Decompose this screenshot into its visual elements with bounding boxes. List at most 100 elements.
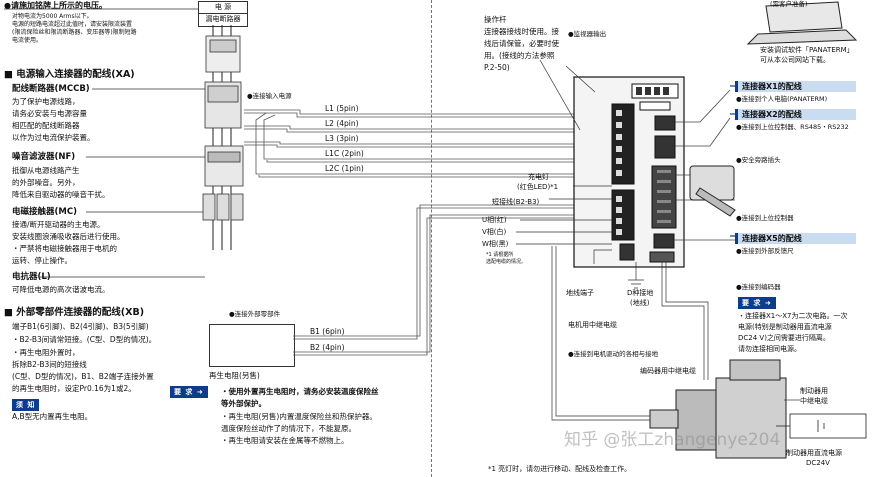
contactor-device [204, 145, 244, 187]
wire-l1c: L1C (2pin) [325, 149, 364, 158]
watermark: 知乎 @张工zhangenye204 [564, 430, 781, 450]
reactor-title: 电抗器(L) [12, 272, 51, 282]
software-text-1: 安装调试软件「PANATERM」 [760, 46, 854, 54]
req-line-5: ・再生电阻请安装在金属等不燃物上。 [221, 436, 349, 445]
memo-text: A,B型无内置再生电阻。 [12, 412, 93, 421]
u-phase-label: U相(红) [482, 216, 507, 224]
mccb-text-3: 相匹配的配线断路器 [12, 121, 80, 130]
operating-lever-text-3: 用。(接线的方法参照 [484, 51, 555, 60]
x2-wiring-text: ●连接到上位控制器、RS485・RS232 [736, 123, 849, 131]
encoder-connect-label: ●连接到编码器 [736, 283, 781, 291]
nf-text-1: 抵御从电源线路产生 [12, 166, 80, 175]
voltage-note-line-4: 电流使用。 [12, 37, 43, 44]
xa-section-title: ■ 电源输入连接器的配线(XA) [4, 69, 135, 80]
wire-l2c: L2C (1pin) [325, 164, 364, 173]
voltage-note-line-2: 电源的短路电流超过此值时，请安装限流装置 [12, 21, 133, 28]
safety-plug-icon [689, 165, 736, 217]
requirement-badge: 要 求 ➜ [170, 386, 208, 398]
x1-wiring-text: ●连接到个人电脑(PANATERM) [736, 95, 828, 103]
xb-text-2: ・B2-B3间请常短接。(C型、D型的情况)。 [12, 335, 157, 344]
x2-wiring-bar: 连接器X2的配线 [735, 109, 856, 120]
external-parts-label: ●连接外部零部件 [229, 310, 281, 318]
uvw-note-2: 选配电缆的情况。 [486, 259, 527, 265]
power-supply-box: 电 源 漏电断路器 [198, 1, 248, 27]
w-phase-label: W相(黑) [482, 240, 509, 248]
software-text-2: 可从本公司网站下载。 [760, 56, 830, 64]
wire-l3: L3 (3pin) [325, 134, 359, 143]
brake-power-label-1: 制动器用直流电源 [786, 449, 842, 457]
arrow-right-icon: ➜ [196, 388, 204, 396]
wire-l2: L2 (4pin) [325, 119, 359, 128]
mccb-text-2: 请务必安装与电源容量 [12, 109, 87, 118]
req-line-1: ・使用外置再生电阻时，请务必安装温度保险丝 [221, 387, 379, 396]
req2-line-4: 请勿连接相同电源。 [738, 345, 801, 353]
xb-section-title: ■ 外部零部件连接器的配线(XB) [4, 307, 145, 318]
v-phase-label: V相(白) [482, 228, 507, 236]
operating-lever-text-1: 连接器接线时使用。接 [484, 27, 559, 36]
servo-driver [573, 76, 685, 268]
short-bar-label: 短接线(B2-B3) [492, 198, 540, 206]
voltage-note-line-1: 对物电流为5000 Arms以下。 [12, 13, 93, 20]
mccb-text-1: 为了保护电源线路， [12, 97, 80, 106]
reactor-device [202, 193, 244, 221]
arrow-right-icon-2: ➜ [764, 299, 772, 307]
monitor-output-label: ●监视器输出 [568, 30, 607, 38]
x5-wiring-text: ●连接到外部反馈尺 [736, 247, 794, 255]
encoder-relay-cable-label: 编码器用中继电缆 [640, 367, 696, 375]
reactor-text: 可降低电源的高次谐波电流。 [12, 285, 110, 294]
motor-connect-label: ●连接到电机驱动的各相与接地 [568, 350, 659, 358]
x1-wiring-bar: 连接器X1的配线 [735, 81, 856, 92]
requirement-badge-label: 要 求 [174, 388, 194, 396]
mccb-text-4: 以作为过电流保护装置。 [12, 133, 95, 142]
operating-lever-title: 操作杆 [484, 15, 507, 24]
xb-text-1: 端子B1(6引脚)、B2(4引脚)、B3(5引脚) [12, 322, 149, 331]
mccb-title: 配线断路器(MCCB) [12, 84, 90, 94]
mc-text-4: 运转、停止操作。 [12, 256, 72, 265]
leakage-breaker-label: 漏电断路器 [199, 13, 247, 25]
xb-text-3: ・再生电阻外置时， [12, 348, 80, 357]
regen-resistor-label: 再生电阻(另售) [209, 371, 260, 380]
brake-power-label-2: DC24V [806, 459, 830, 467]
motor-icon [649, 359, 787, 459]
motor-relay-cable-label: 电机用中继电缆 [568, 321, 617, 329]
wire-b2: B2 (4pin) [310, 343, 345, 352]
req-line-3: ・再生电阻(另售)内置温度保险丝和热保护器。 [221, 412, 377, 421]
charge-lamp-label-2: (红色LED)*1 [517, 183, 559, 191]
nf-text-3: 降低来自驱动器的噪音干扰。 [12, 190, 110, 199]
operating-lever-text-4: P.2-50) [484, 63, 510, 72]
xb-text-4: 拆除B2-B3间的短接线 [12, 360, 87, 369]
voltage-note: ●请施加铭牌上所示的电压。 [4, 1, 107, 10]
uvw-note-1: *1 请根据所 [486, 252, 514, 258]
req2-line-1: ・连接器X1～X7为二次电路。一次 [738, 312, 848, 320]
safety-bypass-label: ●安全旁路插头 [736, 156, 781, 164]
xb-text-5: (C型、D型的情况)，B1、B2端子连接外置 [12, 372, 154, 381]
footnote: *1 亮灯时，请勿进行移动、配线及检查工作。 [488, 465, 632, 473]
laptop-icon [746, 1, 858, 45]
memo-badge: 须 知 [12, 399, 40, 411]
nf-text-2: 的外部噪音。另外， [12, 178, 80, 187]
requirement-badge-right-label: 要 求 [742, 299, 762, 307]
charge-lamp-label-1: 充电灯 [528, 173, 549, 181]
d-ground-label-2: (地线) [630, 299, 650, 307]
mc-text-1: 接通/断开驱动器的主电源。 [12, 220, 105, 229]
wire-b1: B1 (6pin) [310, 327, 345, 336]
wire-l1: L1 (5pin) [325, 104, 359, 113]
ground-terminal-label: 地线端子 [566, 289, 594, 297]
x5-wiring-bar: 连接器X5的配线 [735, 233, 856, 244]
voltage-note-line-3: (限流保险丝和限流断路器、变压器等)限制短路 [12, 29, 137, 36]
req-line-2: 等外部保护。 [221, 399, 266, 408]
d-ground-label-1: D种接地 [627, 289, 654, 297]
req2-line-3: DC24 V)之间需要进行隔离。 [738, 334, 830, 342]
regen-resistor-box [209, 324, 295, 367]
requirement-badge-right: 要 求 ➜ [738, 297, 776, 309]
mc-title: 电磁接触器(MC) [12, 207, 77, 217]
brake-relay-label-2: 中继电缆 [800, 397, 828, 405]
req-line-4: 温度保险丝动作了的情况下，不能复原。 [221, 424, 356, 433]
nf-title: 噪音滤波器(NF) [12, 152, 76, 162]
req2-line-2: 电源(特别是制动器用直流电源 [738, 323, 832, 331]
brake-relay-label-1: 制动器用 [800, 387, 828, 395]
power-supply-label: 电 源 [214, 3, 232, 11]
noise-filter-device [204, 81, 242, 129]
mc-text-2: 安装线圈浪涌吸收器后进行使用。 [12, 232, 125, 241]
